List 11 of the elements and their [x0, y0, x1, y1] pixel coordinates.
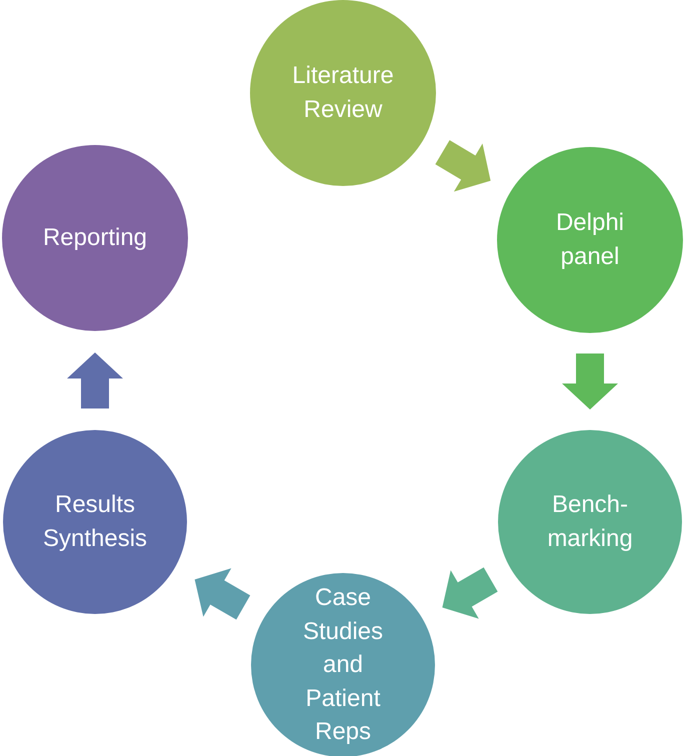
step-label: Results Synthesis: [42, 490, 148, 554]
step-label: Case Studies and Patient Reps: [302, 583, 384, 748]
step-label: Delphi panel: [554, 208, 626, 272]
step-label: Reporting: [42, 223, 148, 254]
block-arrow: [194, 568, 250, 620]
step-label: Literature Review: [291, 61, 395, 125]
block-arrow: [562, 354, 618, 410]
block-arrow: [435, 140, 491, 192]
block-arrow: [442, 567, 498, 619]
block-arrow: [67, 352, 123, 408]
step-label: Bench-marking: [546, 490, 634, 554]
